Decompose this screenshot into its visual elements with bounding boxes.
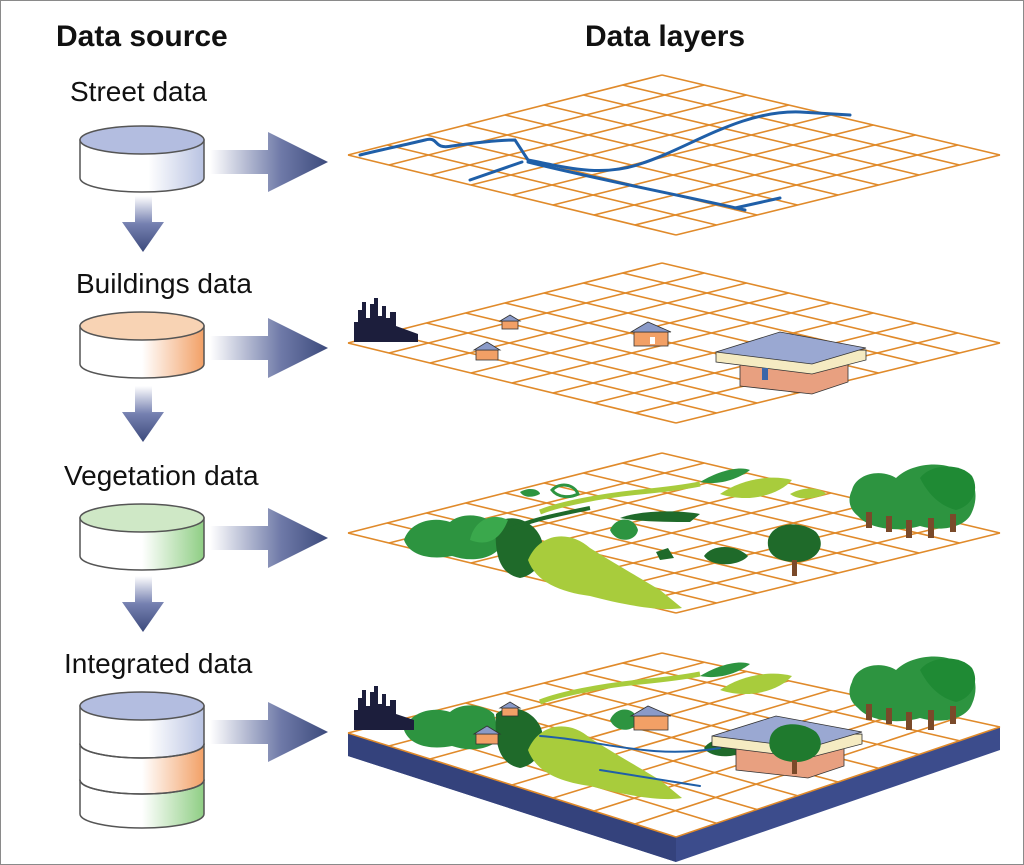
small-house-icon <box>629 705 672 731</box>
integrated-streets <box>539 735 721 787</box>
grid-line <box>552 124 874 206</box>
buildings-database-icon <box>79 311 205 379</box>
skyline-icon <box>354 686 414 730</box>
tree-cluster-icon <box>849 464 976 538</box>
tree-cluster-icon <box>849 656 976 730</box>
street-layer-grid <box>347 74 1001 236</box>
arrow-right-icon <box>210 702 328 762</box>
small-house-icon <box>472 725 502 745</box>
integrated-data-label: Integrated data <box>64 648 253 679</box>
small-house-icon <box>498 314 522 330</box>
grid-line <box>634 144 958 226</box>
vegetation-database-icon <box>79 503 205 571</box>
grid-line <box>511 114 832 196</box>
arrow-down-icon <box>122 386 164 442</box>
grid-line <box>544 104 879 186</box>
grid-line <box>622 462 960 544</box>
arrow-down-icon <box>122 576 164 632</box>
grid-line <box>675 532 1001 614</box>
street-lines <box>358 110 852 212</box>
arrow-right-icon <box>210 132 328 192</box>
grid-line <box>622 84 960 166</box>
grid-line <box>583 672 920 756</box>
vegetation-data-label: Vegetation data <box>64 460 259 491</box>
arrow-down-icon <box>122 196 164 252</box>
vegetation-patches <box>404 468 826 610</box>
small-house-icon <box>629 321 672 347</box>
grid-line <box>675 726 1001 838</box>
grid-line <box>552 312 874 394</box>
large-building-icon <box>715 331 867 395</box>
small-house-icon <box>498 701 522 717</box>
integrated-database-icon <box>79 691 205 829</box>
grid-line <box>583 472 920 554</box>
arrow-right-icon <box>210 508 328 568</box>
data-source-heading: Data source <box>56 20 228 53</box>
skyline-icon <box>354 298 418 342</box>
grid-line <box>511 302 832 384</box>
street-database-icon <box>79 125 205 193</box>
street-data-label: Street data <box>70 76 207 107</box>
buildings-layer-grid <box>347 262 1001 424</box>
grid-line <box>675 154 1001 236</box>
data-layers-heading: Data layers <box>585 20 746 53</box>
grid-line <box>593 512 916 594</box>
small-house-icon <box>472 341 502 361</box>
grid-line <box>622 272 960 354</box>
grid-line <box>583 94 920 176</box>
arrow-right-icon <box>210 318 328 378</box>
grid-line <box>661 262 1001 344</box>
buildings-data-label: Buildings data <box>76 268 252 299</box>
tree-icon <box>769 724 821 774</box>
grid-line <box>593 134 916 216</box>
